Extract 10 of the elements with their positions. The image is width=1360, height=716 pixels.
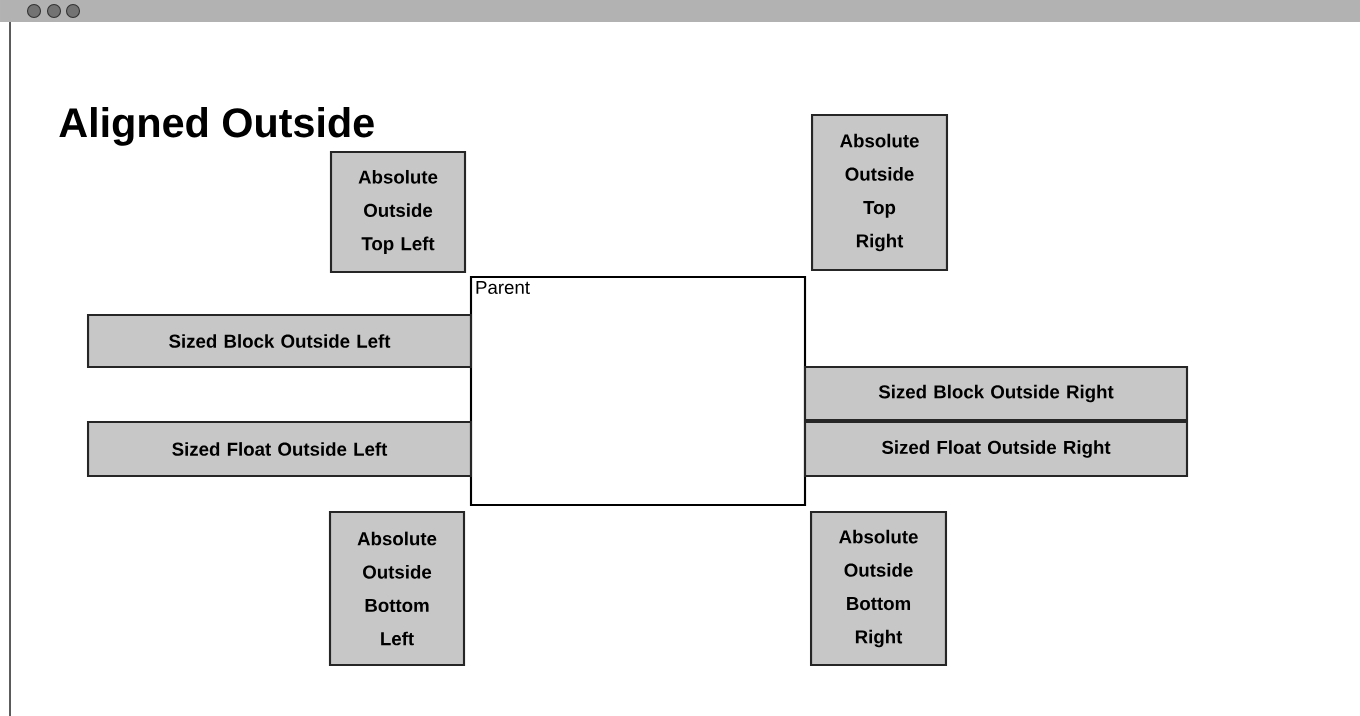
positioned-box: Absolute Outside Bottom Right [809, 510, 948, 667]
positioned-box: Absolute Outside Bottom Left [328, 510, 466, 667]
page-heading: Aligned Outside [59, 107, 374, 146]
positioned-box: Sized Float Outside Left [86, 420, 473, 478]
positioned-box: Absolute Outside Top Left [329, 150, 467, 274]
positioned-box: Absolute Outside Top Right [810, 113, 949, 272]
parent-box: Parent [469, 275, 807, 507]
positioned-box: Sized Float Outside Right [803, 420, 1189, 478]
positioned-box: Sized Block Outside Left [86, 313, 473, 369]
positioned-box: Sized Block Outside Right [803, 365, 1189, 422]
